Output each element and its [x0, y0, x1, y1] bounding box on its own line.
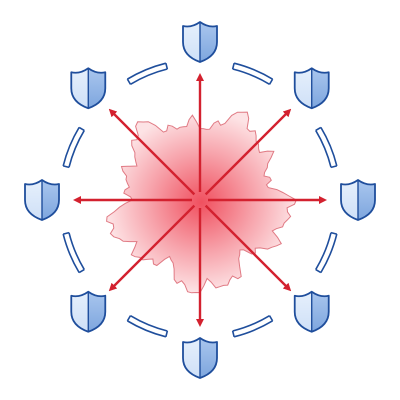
- spread-arrow: [108, 108, 196, 196]
- shield-outline: [70, 67, 107, 110]
- spread-arrow: [204, 204, 292, 292]
- ring-outer-segment: [126, 320, 167, 338]
- ring-segment-cap: [231, 62, 235, 70]
- shield-outline: [293, 67, 330, 110]
- ring-segment-cap: [165, 62, 169, 70]
- ring-inner-segment: [130, 68, 168, 85]
- shield-outline: [340, 179, 376, 221]
- spread-arrow: [204, 108, 292, 196]
- shield-icon: [293, 290, 330, 333]
- ring-segment-cap: [78, 268, 85, 274]
- ring-outer-segment: [62, 126, 80, 167]
- shield-right-half: [311, 291, 329, 332]
- shield-right-half: [200, 338, 217, 378]
- shield-icon: [70, 67, 107, 110]
- ring-inner-segment: [68, 232, 85, 270]
- spread-arrows: [73, 73, 327, 327]
- ring-inner-segment: [68, 130, 85, 168]
- ring-segment-cap: [62, 231, 70, 235]
- ring-segment-cap: [231, 330, 235, 338]
- ring-segment-cap: [62, 165, 70, 169]
- shield-outline: [182, 337, 218, 379]
- ring-segment-cap: [330, 165, 338, 169]
- ring-inner-segment: [232, 68, 270, 85]
- shield-icon: [340, 179, 376, 221]
- protection-ring: [62, 62, 338, 338]
- shield-left-half: [294, 68, 312, 109]
- ring-outer-segment: [233, 320, 274, 338]
- shield-left-half: [341, 180, 358, 220]
- shield-right-half: [88, 291, 106, 332]
- ring-segment-cap: [268, 78, 274, 85]
- ring-outer-segment: [126, 62, 167, 80]
- shield-left-half: [183, 338, 200, 378]
- shield-icon: [182, 337, 218, 379]
- ring-segment-cap: [315, 126, 322, 132]
- shield-icon: [182, 21, 218, 63]
- shield-outline: [24, 179, 60, 221]
- shield-left-half: [294, 291, 312, 332]
- shield-right-half: [200, 22, 217, 62]
- ring-segment-cap: [165, 330, 169, 338]
- shield-icon: [70, 290, 107, 333]
- ring-segment-cap: [268, 315, 274, 322]
- shield-left-half: [25, 180, 42, 220]
- shield-right-half: [42, 180, 59, 220]
- ring-outer-segment: [320, 233, 338, 274]
- shield-left-half: [71, 68, 89, 109]
- ring-segment-cap: [126, 78, 132, 85]
- ring-segment-cap: [126, 315, 132, 322]
- ring-segment-cap: [315, 268, 322, 274]
- ring-inner-segment: [232, 315, 270, 332]
- spread-arrow: [108, 204, 196, 292]
- shield-right-half: [311, 68, 329, 109]
- shield-right-half: [358, 180, 375, 220]
- shield-outline: [70, 290, 107, 333]
- shield-left-half: [71, 291, 89, 332]
- ring-segment-cap: [330, 231, 338, 235]
- ring-inner-segment: [130, 315, 168, 332]
- ring-inner-segment: [315, 232, 332, 270]
- ring-outer-segment: [233, 62, 274, 80]
- shield-icon: [293, 67, 330, 110]
- ring-inner-segment: [315, 130, 332, 168]
- shield-icon: [24, 179, 60, 221]
- shield-left-half: [183, 22, 200, 62]
- ring-segment-cap: [78, 126, 85, 132]
- shield-outline: [293, 290, 330, 333]
- ring-outer-segment: [62, 233, 80, 274]
- shield-outline: [182, 21, 218, 63]
- shield-nodes: [24, 21, 376, 379]
- ring-outer-segment: [320, 126, 338, 167]
- shield-right-half: [88, 68, 106, 109]
